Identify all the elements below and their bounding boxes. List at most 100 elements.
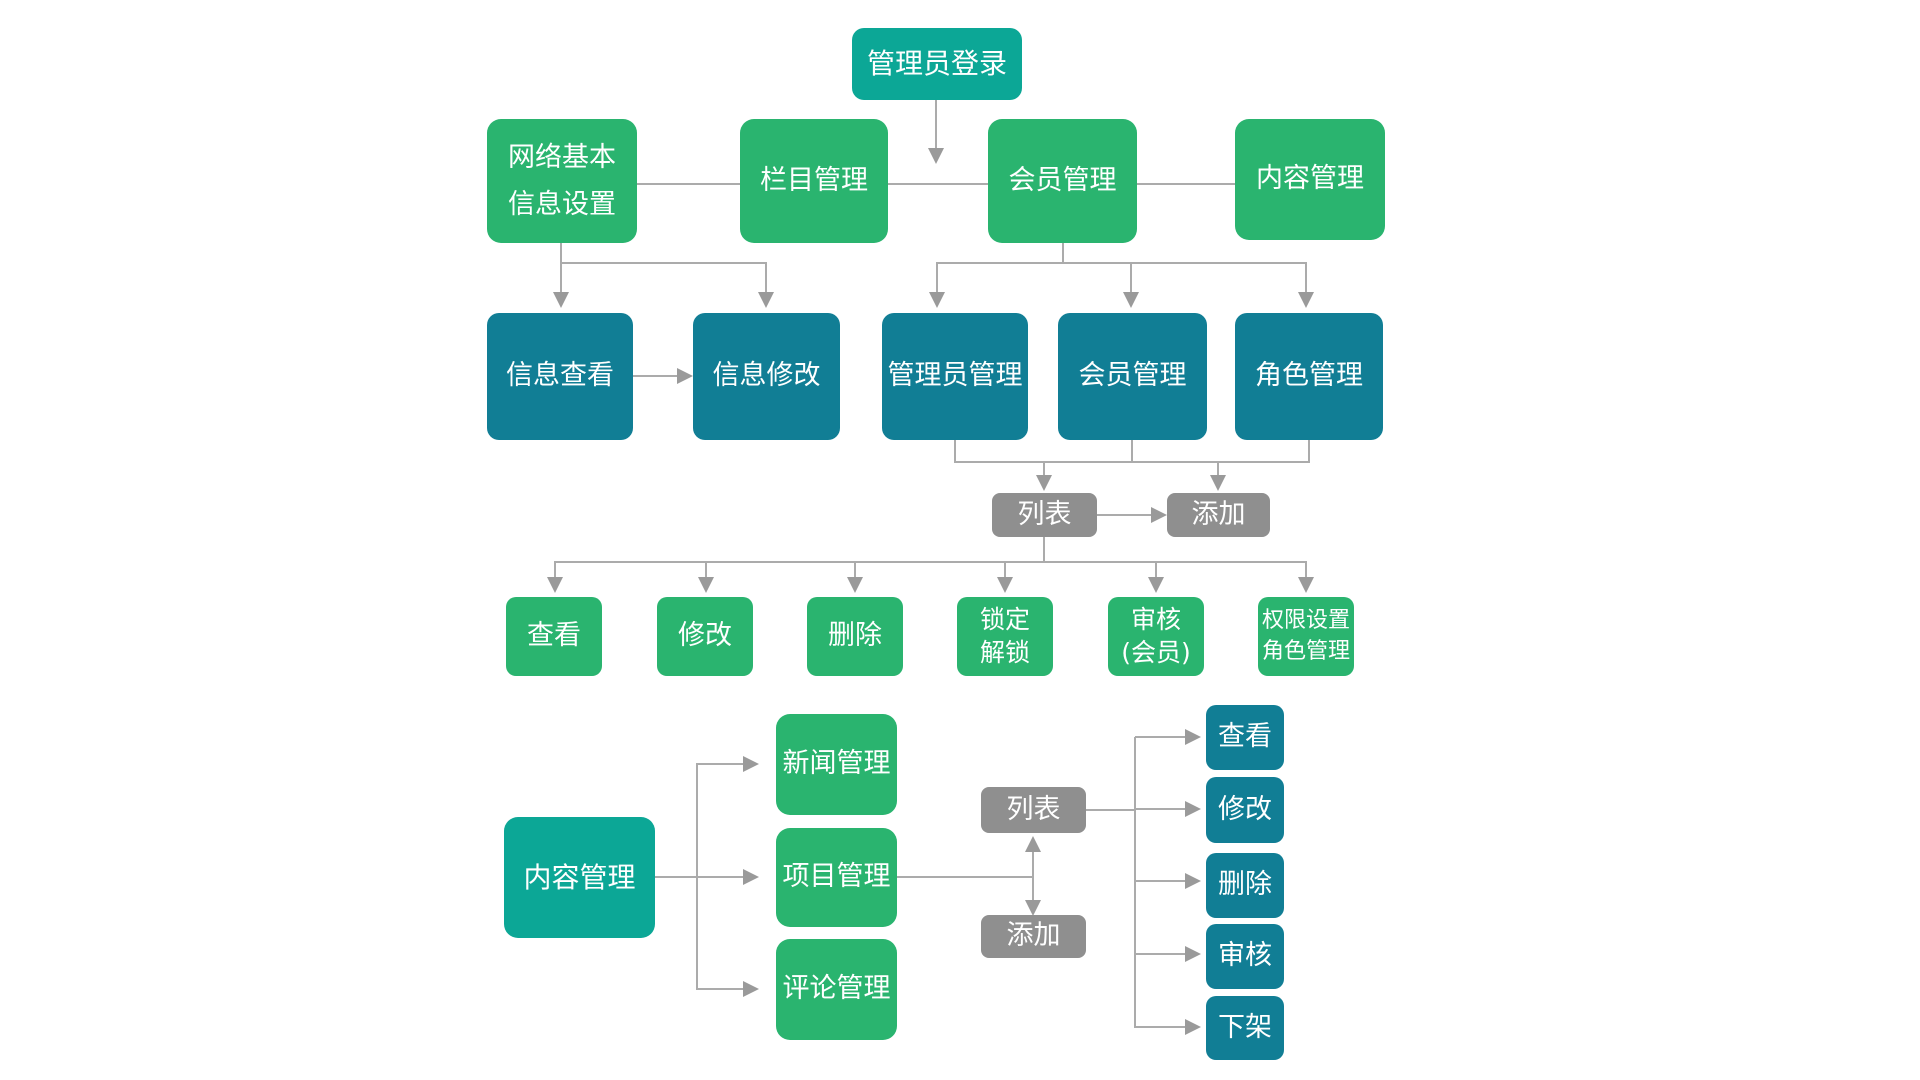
node-admin-login: 管理员登录 — [852, 28, 1022, 100]
connector-branch — [1135, 880, 1185, 882]
node-line: 解锁 — [979, 637, 1030, 667]
node-delete: 删除 — [807, 597, 903, 676]
connector-netinfo-stem — [560, 243, 562, 263]
connector-drop — [705, 561, 707, 577]
connector-row3-rail — [954, 461, 1310, 463]
arrow-down-info-view — [553, 292, 569, 308]
node-role-management: 角色管理 — [1235, 313, 1383, 440]
arrow-down-login — [928, 148, 944, 164]
node-comment-management: 评论管理 — [776, 939, 897, 1040]
connector-project-out — [897, 876, 1034, 878]
node-view-bottom: 查看 — [1206, 705, 1284, 770]
arrow-down-delete — [847, 577, 863, 593]
arrow-right-takedown — [1185, 1019, 1201, 1035]
connector-stem — [1308, 440, 1310, 463]
node-permission-role: 权限设置 角色管理 — [1258, 597, 1354, 676]
connector-member-stem — [1062, 243, 1064, 263]
connector-login-stem — [935, 100, 937, 148]
arrow-right-project — [743, 869, 759, 885]
node-line: (会员) — [1121, 637, 1191, 667]
connector-branch — [1135, 808, 1185, 810]
connector-actions-rail — [1134, 737, 1136, 1028]
node-line: 权限设置 — [1261, 607, 1350, 633]
connector-branch — [1135, 736, 1185, 738]
node-edit-bottom: 修改 — [1206, 777, 1284, 843]
connector-list-stem — [1043, 537, 1045, 563]
connector-list-to-add — [1097, 514, 1151, 516]
node-view: 查看 — [506, 597, 602, 676]
node-line: 角色管理 — [1261, 638, 1350, 664]
arrow-right-comment — [743, 981, 759, 997]
arrow-right-edit2 — [1185, 801, 1201, 817]
node-edit: 修改 — [657, 597, 753, 676]
connector-drop — [1043, 461, 1045, 475]
connector-row2-b — [888, 183, 988, 185]
arrow-down-add — [1210, 475, 1226, 491]
arrow-down-add-bottom — [1025, 900, 1041, 916]
node-add: 添加 — [1167, 493, 1270, 537]
connector-drop — [1305, 561, 1307, 577]
arrow-down-edit — [698, 577, 714, 593]
connector-drop — [1305, 262, 1307, 292]
connector-drop — [1004, 561, 1006, 577]
connector-branch — [1135, 1026, 1185, 1028]
node-list-bottom: 列表 — [981, 787, 1086, 833]
connector-stem — [954, 440, 956, 463]
node-member-management-sub: 会员管理 — [1058, 313, 1207, 440]
node-member-management: 会员管理 — [988, 119, 1137, 243]
node-line: 信息设置 — [508, 189, 616, 220]
node-admin-management: 管理员管理 — [882, 313, 1028, 440]
node-review-bottom: 审核 — [1206, 924, 1284, 989]
node-content-management-root: 内容管理 — [504, 817, 655, 938]
connector-content-mid — [655, 876, 743, 878]
arrow-down-lock — [997, 577, 1013, 593]
node-network-info-settings: 网络基本 信息设置 — [487, 119, 637, 243]
arrow-right-info-edit — [677, 368, 693, 384]
connector-branch-news — [696, 763, 743, 765]
arrow-right-news — [743, 756, 759, 772]
connector-content-rail — [696, 763, 698, 989]
node-review-member: 审核 (会员) — [1108, 597, 1204, 676]
node-lock-unlock: 锁定 解锁 — [957, 597, 1053, 676]
node-line: 锁定 — [979, 605, 1030, 634]
arrow-right-review2 — [1185, 946, 1201, 962]
connector-drop — [765, 262, 767, 292]
node-takedown-bottom: 下架 — [1206, 996, 1284, 1060]
arrow-down-info-edit — [758, 292, 774, 308]
connector-member-rail — [936, 262, 1307, 264]
connector-drop — [1130, 262, 1132, 292]
connector-drop — [554, 561, 556, 577]
connector-netinfo-rail — [560, 262, 767, 264]
connector-row2-c — [1137, 183, 1235, 185]
arrow-down-review — [1148, 577, 1164, 593]
connector-stem — [1131, 440, 1133, 463]
node-add-bottom: 添加 — [981, 915, 1086, 958]
node-project-management: 项目管理 — [776, 828, 897, 927]
arrow-right-view2 — [1185, 729, 1201, 745]
connector-row2-a — [637, 183, 740, 185]
node-info-edit: 信息修改 — [693, 313, 840, 440]
node-list: 列表 — [992, 493, 1097, 537]
connector-list-out — [1086, 809, 1135, 811]
arrow-down-permission — [1298, 577, 1314, 593]
connector-branch-comment — [696, 988, 743, 990]
arrow-down-role-mgmt — [1298, 292, 1314, 308]
connector-row5-rail — [555, 561, 1307, 563]
arrow-right-add — [1151, 507, 1167, 523]
node-info-view: 信息查看 — [487, 313, 633, 440]
connector-drop — [854, 561, 856, 577]
connector-drop — [936, 262, 938, 292]
arrow-down-list — [1036, 475, 1052, 491]
arrow-up-list — [1025, 836, 1041, 852]
node-column-management: 栏目管理 — [740, 119, 888, 243]
connector-view-to-edit — [633, 375, 677, 377]
connector-drop — [560, 262, 562, 292]
connector-branch — [1135, 953, 1185, 955]
node-content-management: 内容管理 — [1235, 119, 1385, 240]
connector-drop — [1155, 561, 1157, 577]
arrow-down-view — [547, 577, 563, 593]
connector-listadd-stem — [1032, 852, 1034, 900]
arrow-down-member-mgmt — [1123, 292, 1139, 308]
node-news-management: 新闻管理 — [776, 714, 897, 815]
